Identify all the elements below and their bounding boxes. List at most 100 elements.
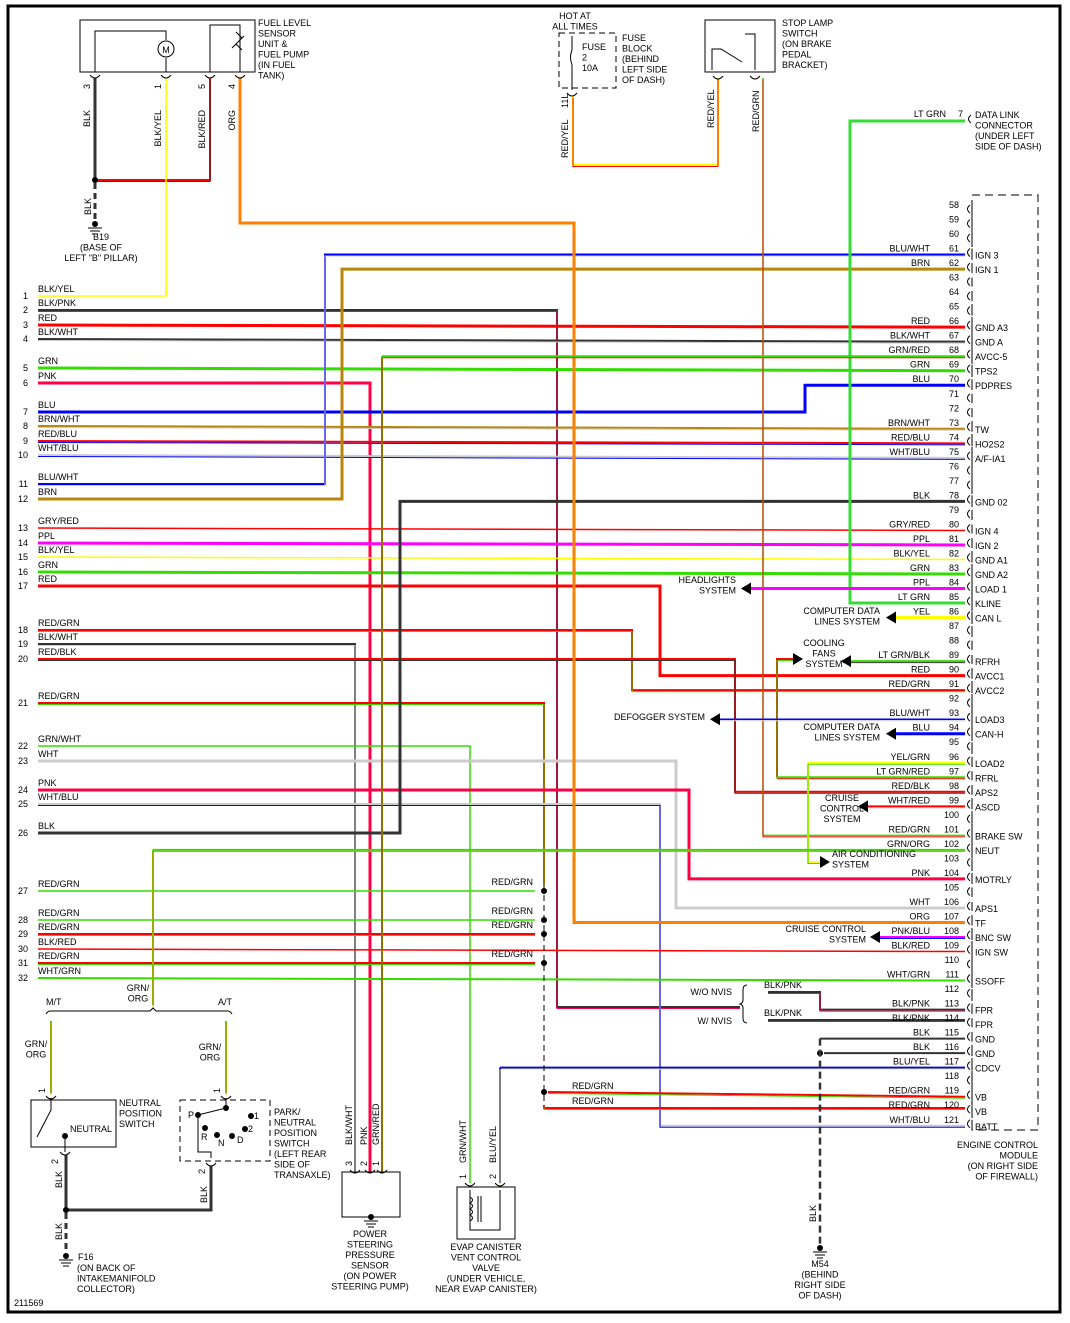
ecm-wire-color: BLK [913, 1042, 930, 1052]
wire-7 [38, 383, 965, 414]
left-pin-number: 4 [23, 334, 28, 344]
stop-lamp-caption: PEDAL [782, 50, 812, 60]
ecm-pin-function: KLINE [975, 599, 1001, 609]
pnp-contact [248, 1113, 254, 1119]
ecm-pin-number: 80 [949, 519, 959, 529]
wire-5 [37, 366, 966, 373]
ecm-pin-cup [967, 451, 971, 461]
left-wire-color: BLU/WHT [38, 472, 79, 482]
left-pin-number: 5 [23, 363, 28, 373]
ecm-pin-function: RFRL [975, 773, 999, 783]
pnp-position: R [201, 1132, 208, 1142]
pnp-switch-caption: TRANSAXLE) [274, 1170, 331, 1180]
left-wire-color: BLK/WHT [38, 327, 79, 337]
ecm-pin-cup [967, 756, 971, 766]
ground-wire-label: BLK [808, 1205, 818, 1222]
ecm-wire-color: PPL [913, 534, 930, 544]
ecm-pin-number: 74 [949, 432, 959, 442]
splice-wire-label: RED/GRN [572, 1096, 614, 1106]
wire-8 [37, 425, 966, 430]
figure-id: 211569 [14, 1298, 43, 1308]
ecm-wire-color: RED/GRN [888, 1086, 930, 1096]
ecm-pin-number: 92 [949, 694, 959, 704]
fuel-pump-wire-label: ORG [227, 110, 237, 131]
ecm-pin-number: 88 [949, 636, 959, 646]
ecm-pin-function: AVCC2 [975, 686, 1004, 696]
ecm-pin-number: 115 [945, 1028, 959, 1038]
ecm-pin-cup [967, 495, 971, 504]
ecm-pin-function: IGN 1 [975, 265, 999, 275]
fuel-pump-pin-number: 1 [153, 84, 163, 89]
left-pin-number: 20 [18, 654, 28, 664]
ecm-pin-number: 102 [944, 839, 959, 849]
ecm-pin-cup [967, 770, 971, 780]
ecm-pin-number: 82 [949, 548, 959, 558]
left-pin-number: 27 [18, 886, 28, 896]
nvis-wire: BLK/PNK [764, 980, 802, 990]
ecm-pin-cup [967, 596, 971, 606]
left-wire-color: GRY/RED [38, 516, 79, 526]
left-wire-color: BLU [38, 400, 56, 410]
ecm-pin-cup [967, 349, 971, 359]
ecm-pin-function: AVCC-5 [975, 352, 1007, 362]
ground-b19-icon [92, 221, 98, 227]
air-conditioning-system: SYSTEM [832, 860, 869, 870]
wire-18-tracer [38, 631, 965, 693]
ps-sensor-caption: (ON POWER [344, 1271, 397, 1281]
branch-brace [45, 1007, 233, 1015]
evap-valve-caption: EVAP CANISTER [450, 1242, 522, 1252]
wire-pnp-blk [66, 1166, 213, 1212]
neutral-switch-caption: NEUTRAL [119, 1098, 161, 1108]
ecm-pin-cup [967, 683, 971, 693]
ground-b19-icon-lines [88, 227, 102, 235]
ecm-pin-cup [967, 858, 971, 867]
ecm-wire-color: WHT/GRN [887, 970, 930, 980]
wire-4-tracer [37, 340, 966, 344]
ecm-pin-number: 64 [949, 287, 959, 297]
fuel-pump-pin-number: 5 [197, 84, 207, 89]
ecm-pin-number: 106 [944, 897, 959, 907]
ecm-pin-cup [967, 335, 971, 345]
ecm-pin-cup [967, 1046, 971, 1056]
ground-b19-caption: B19 [93, 232, 109, 242]
ps-pin-number: 3 [344, 1161, 354, 1166]
fuse-block-box [558, 32, 617, 89]
stop-lamp-wire-label: RED/YEL [706, 89, 716, 128]
ps-sensor-pin [349, 1169, 361, 1174]
ecm-wire-color: WHT [910, 897, 931, 907]
neutral-switch-contacts [36, 1098, 66, 1152]
ecm-pin-function: HO2S2 [975, 439, 1005, 449]
at-wire-label: ORG [200, 1053, 221, 1063]
nvis-brace [738, 984, 748, 1024]
ecm-pin-function: LOAD 1 [975, 585, 1007, 595]
ecm-pin-number: 118 [945, 1071, 959, 1081]
ecm-pin-function: TPS2 [975, 367, 998, 377]
ecm-pin-cup [967, 248, 971, 257]
left-wire-color: BLK/RED [38, 937, 77, 947]
ecm-pin-number: 77 [949, 476, 959, 486]
ecm-wire-color: RED/GRN [888, 1100, 930, 1110]
left-wire-color: WHT [38, 749, 59, 759]
data-link-pin-cup [968, 114, 972, 124]
wire-6 [38, 381, 372, 1172]
ground-b19-caption: LEFT "B" PILLAR) [64, 253, 137, 263]
ecm-wire-color: LT GRN [898, 592, 930, 602]
neutral-wire-bottom: BLK [54, 1171, 64, 1188]
wire-119 [547, 1091, 966, 1098]
ecm-wire-color: BLU/WHT [890, 708, 931, 718]
ecm-wire-color: BLK/RED [891, 941, 930, 951]
ecm-pin-number: 117 [945, 1057, 959, 1067]
ecm-wire-color: RED/BLK [891, 781, 930, 791]
fuel-pump-wire-label: BLK/YEL [153, 110, 163, 147]
left-pin-number: 10 [18, 450, 28, 460]
wire-119-tracer [547, 1093, 966, 1099]
left-pin-number: 12 [18, 494, 28, 504]
ecm-pin-cup [967, 306, 971, 316]
splice-dot [541, 888, 547, 894]
ecm-pin-cup [967, 291, 971, 301]
evap-internal [469, 1190, 501, 1231]
pnp-switch-caption: POSITION [274, 1128, 317, 1138]
data-link-caption: DATA LINK [975, 110, 1020, 120]
ps-sensor-ground-icon-lines [364, 1220, 378, 1228]
wire-113-tracer [768, 993, 965, 1012]
